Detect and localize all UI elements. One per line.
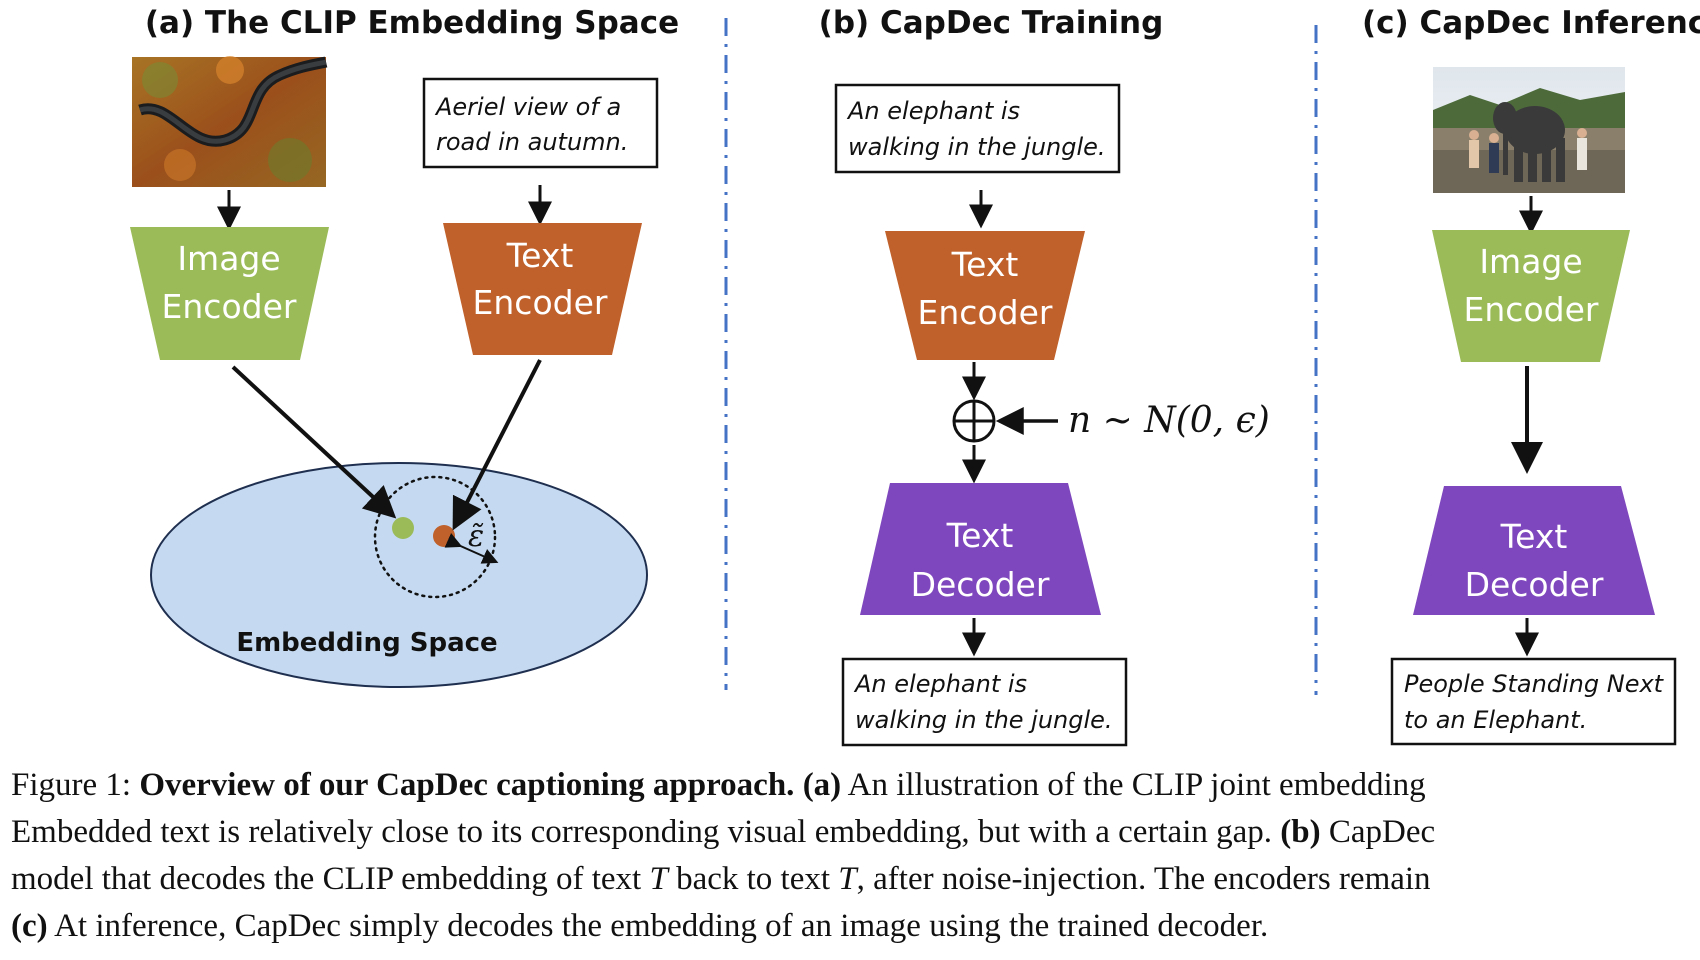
caption-bold-title: Overview of our CapDec captioning approa… <box>139 767 795 803</box>
text-decoder-b-line1: Text <box>946 516 1014 555</box>
caption-part-b-label: (b) <box>1280 814 1321 850</box>
aerial-autumn-road-photo <box>132 56 328 187</box>
text-encoder-b-line1: Text <box>951 245 1019 284</box>
image-encoder-a-line1: Image <box>177 239 280 278</box>
caption-line3-post: , after noise-injection. The encoders re… <box>856 861 1431 897</box>
text-encoder-b <box>885 231 1085 360</box>
caption-line3-pre: model that decodes the CLIP embedding of… <box>11 861 642 897</box>
output-box-c <box>1390 657 1677 746</box>
caption-line3-mid: back to text <box>676 861 831 897</box>
noise-label: n ~ N(0, ϵ) <box>1068 400 1270 441</box>
image-encoder-c-line2: Encoder <box>1464 290 1599 329</box>
embedding-space-label: Embedding Space <box>236 628 497 658</box>
caption-line4-text: At inference, CapDec simply decodes the … <box>54 908 1269 944</box>
caption-var-t1: T <box>649 861 668 897</box>
text-encoder-a <box>443 223 642 355</box>
caption-line2-pre: Embedded text is relatively close to its… <box>11 814 1273 850</box>
text-decoder-c-line2: Decoder <box>1465 565 1604 604</box>
input-box-b <box>834 83 1121 174</box>
caption-var-t2: T <box>838 861 857 897</box>
caption-line-4: (c) At inference, CapDec simply decodes … <box>11 903 1697 950</box>
caption-part-a-label: (a) <box>802 767 842 803</box>
output-box-b-line1: An elephant is <box>853 670 1027 698</box>
panel-a-title: (a) The CLIP Embedding Space <box>145 5 679 41</box>
text-decoder-c-line1: Text <box>1500 517 1568 556</box>
text-embedding-point <box>433 525 455 547</box>
figure-caption: Figure 1: Overview of our CapDec caption… <box>11 762 1697 950</box>
panel-c: (c) CapDec Inference <box>1362 5 1700 746</box>
text-encoder-a-line2: Encoder <box>473 283 608 322</box>
output-box-c-line1: People Standing Next <box>1404 670 1665 698</box>
image-encoder-c <box>1432 230 1630 362</box>
figure-diagram: (a) The CLIP Embedding Space Aeriel view… <box>130 5 1700 747</box>
image-encoder-c-line1: Image <box>1479 242 1582 281</box>
text-encoder-a-line1: Text <box>506 236 574 275</box>
caption-line1-text: An illustration of the CLIP joint embedd… <box>847 767 1426 803</box>
panel-b-title: (b) CapDec Training <box>819 5 1164 41</box>
panel-b: (b) CapDec Training An elephant is walki… <box>819 5 1270 747</box>
caption-line-2: Embedded text is relatively close to its… <box>11 809 1697 856</box>
input-box-b-line2: walking in the jungle. <box>848 133 1106 161</box>
output-box-c-line2: to an Elephant. <box>1404 706 1587 734</box>
caption-line-3: model that decodes the CLIP embedding of… <box>11 856 1697 903</box>
caption-figure-label: Figure 1: <box>11 767 132 803</box>
text-decoder-b <box>860 483 1101 615</box>
image-embedding-point <box>392 517 414 539</box>
output-box-b <box>841 657 1128 747</box>
output-box-b-line2: walking in the jungle. <box>855 706 1113 734</box>
text-decoder-b-line2: Decoder <box>911 565 1050 604</box>
panel-a: (a) The CLIP Embedding Space Aeriel view… <box>130 5 679 688</box>
text-decoder-c <box>1413 486 1655 615</box>
embedding-space <box>150 462 648 688</box>
text-encoder-b-line2: Encoder <box>918 293 1053 332</box>
image-encoder-a <box>130 227 329 360</box>
input-box-b-line1: An elephant is <box>846 97 1020 125</box>
people-figures <box>1469 128 1587 173</box>
caption-box-a <box>422 77 659 169</box>
circled-plus-icon <box>952 399 996 443</box>
caption-part-c-label: (c) <box>11 908 48 944</box>
image-encoder-a-line2: Encoder <box>162 287 297 326</box>
panel-c-title: (c) CapDec Inference <box>1362 5 1700 41</box>
caption-box-a-line2: road in autumn. <box>436 128 628 156</box>
epsilon-label: ε̃ <box>468 519 484 554</box>
elephant-with-people-photo <box>1433 67 1625 193</box>
caption-box-a-line1: Aeriel view of a <box>434 93 621 121</box>
caption-line2-post: CapDec <box>1328 814 1436 850</box>
caption-line-1: Figure 1: Overview of our CapDec caption… <box>11 762 1697 809</box>
epsilon-radius-arrow <box>444 533 499 564</box>
